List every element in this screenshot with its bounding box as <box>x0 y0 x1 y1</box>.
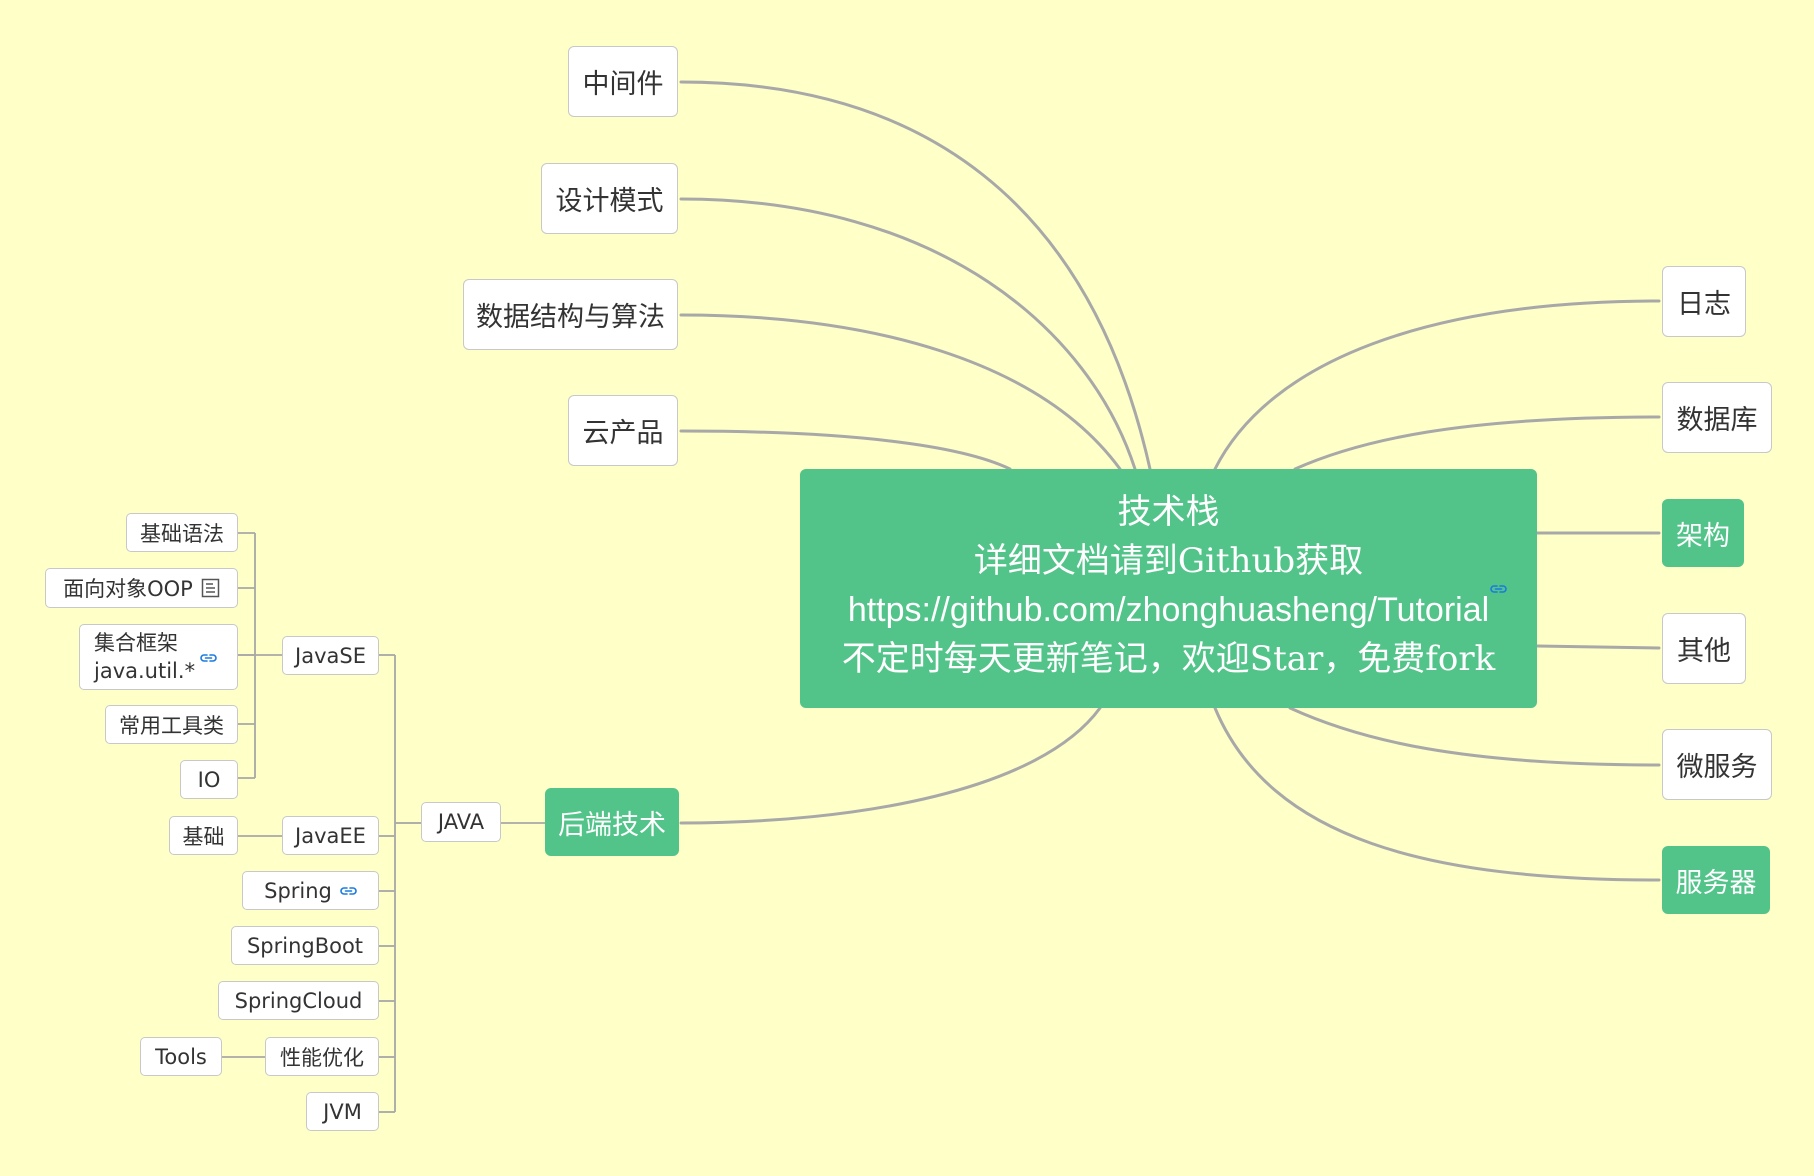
topic-design-patterns[interactable]: 设计模式 <box>541 163 678 234</box>
collections-row: java.util.* <box>94 657 195 685</box>
topic-middleware[interactable]: 中间件 <box>568 46 678 117</box>
topic-label: 云产品 <box>582 418 664 449</box>
topic-label: 架构 <box>1676 520 1730 552</box>
link-icon[interactable] <box>200 653 217 663</box>
topic-collections[interactable]: 集合框架 java.util.* <box>79 624 238 690</box>
topic-performance[interactable]: 性能优化 <box>265 1037 379 1076</box>
topic-label: 后端技术 <box>558 809 666 841</box>
topic-label: 微服务 <box>1676 752 1758 783</box>
root-subtitle: 详细文档请到Github获取 <box>973 540 1364 581</box>
topic-springboot[interactable]: SpringBoot <box>231 926 379 965</box>
topic-label: 数据库 <box>1676 405 1758 436</box>
topic-java[interactable]: JAVA <box>421 802 501 842</box>
topic-label: 日志 <box>1677 289 1731 320</box>
topic-data-structures[interactable]: 数据结构与算法 <box>463 279 678 350</box>
topic-label: SpringBoot <box>246 933 364 958</box>
topic-architecture[interactable]: 架构 <box>1662 499 1744 567</box>
topic-label: 数据结构与算法 <box>476 302 665 333</box>
topic-label-secondary: java.util.* <box>94 659 196 683</box>
topic-cloud-products[interactable]: 云产品 <box>568 395 678 466</box>
topic-basic-syntax[interactable]: 基础语法 <box>126 513 238 552</box>
topic-javaee-basics[interactable]: 基础 <box>169 816 238 855</box>
topic-label: 中间件 <box>582 69 664 100</box>
link-icon[interactable] <box>340 886 357 896</box>
topic-database[interactable]: 数据库 <box>1662 382 1772 453</box>
topic-label: JVM <box>323 1099 362 1124</box>
topic-label: 服务器 <box>1675 867 1757 899</box>
topic-label: JavaSE <box>295 643 366 668</box>
topic-backend[interactable]: 后端技术 <box>545 788 679 856</box>
note-icon[interactable] <box>201 578 220 598</box>
topic-label: 集合框架 <box>94 631 178 655</box>
topic-label: 基础语法 <box>140 521 224 546</box>
topic-javaee[interactable]: JavaEE <box>282 816 379 855</box>
topic-oop[interactable]: 面向对象OOP <box>45 568 238 608</box>
topic-io[interactable]: IO <box>180 760 238 799</box>
root-title: 技术栈 <box>1117 491 1220 532</box>
topic-label: 设计模式 <box>555 186 664 217</box>
topic-label: 基础 <box>182 824 225 849</box>
topic-label: 常用工具类 <box>119 713 224 738</box>
topic-javase[interactable]: JavaSE <box>282 636 379 675</box>
topic-tools[interactable]: Tools <box>140 1037 222 1076</box>
root-url: https://github.com/zhonghuasheng/Tutoria… <box>847 590 1490 629</box>
root-topic[interactable]: 技术栈 详细文档请到Github获取 https://github.com/zh… <box>800 469 1537 708</box>
topic-springcloud[interactable]: SpringCloud <box>218 981 379 1020</box>
topic-label: 其他 <box>1677 636 1731 667</box>
topic-label: IO <box>197 767 221 792</box>
topic-label: Spring <box>264 878 332 903</box>
topic-jvm[interactable]: JVM <box>306 1092 379 1131</box>
topic-label: 性能优化 <box>280 1045 364 1070</box>
topic-utils[interactable]: 常用工具类 <box>105 705 238 744</box>
topic-microservices[interactable]: 微服务 <box>1662 729 1772 800</box>
collections-row: 集合框架 <box>94 629 178 657</box>
topic-spring[interactable]: Spring <box>242 871 379 910</box>
root-note: 不定时每天更新笔记，欢迎Star，免费fork <box>841 638 1496 679</box>
topic-label: 面向对象OOP <box>63 577 193 601</box>
topic-logging[interactable]: 日志 <box>1662 266 1746 337</box>
topic-other[interactable]: 其他 <box>1662 613 1746 684</box>
link-icon[interactable] <box>1490 584 1507 594</box>
topic-label: JAVA <box>437 810 485 834</box>
topic-label: SpringCloud <box>234 988 363 1013</box>
topic-server[interactable]: 服务器 <box>1662 846 1770 914</box>
topic-label: JavaEE <box>295 823 366 848</box>
topic-label: Tools <box>155 1044 207 1069</box>
